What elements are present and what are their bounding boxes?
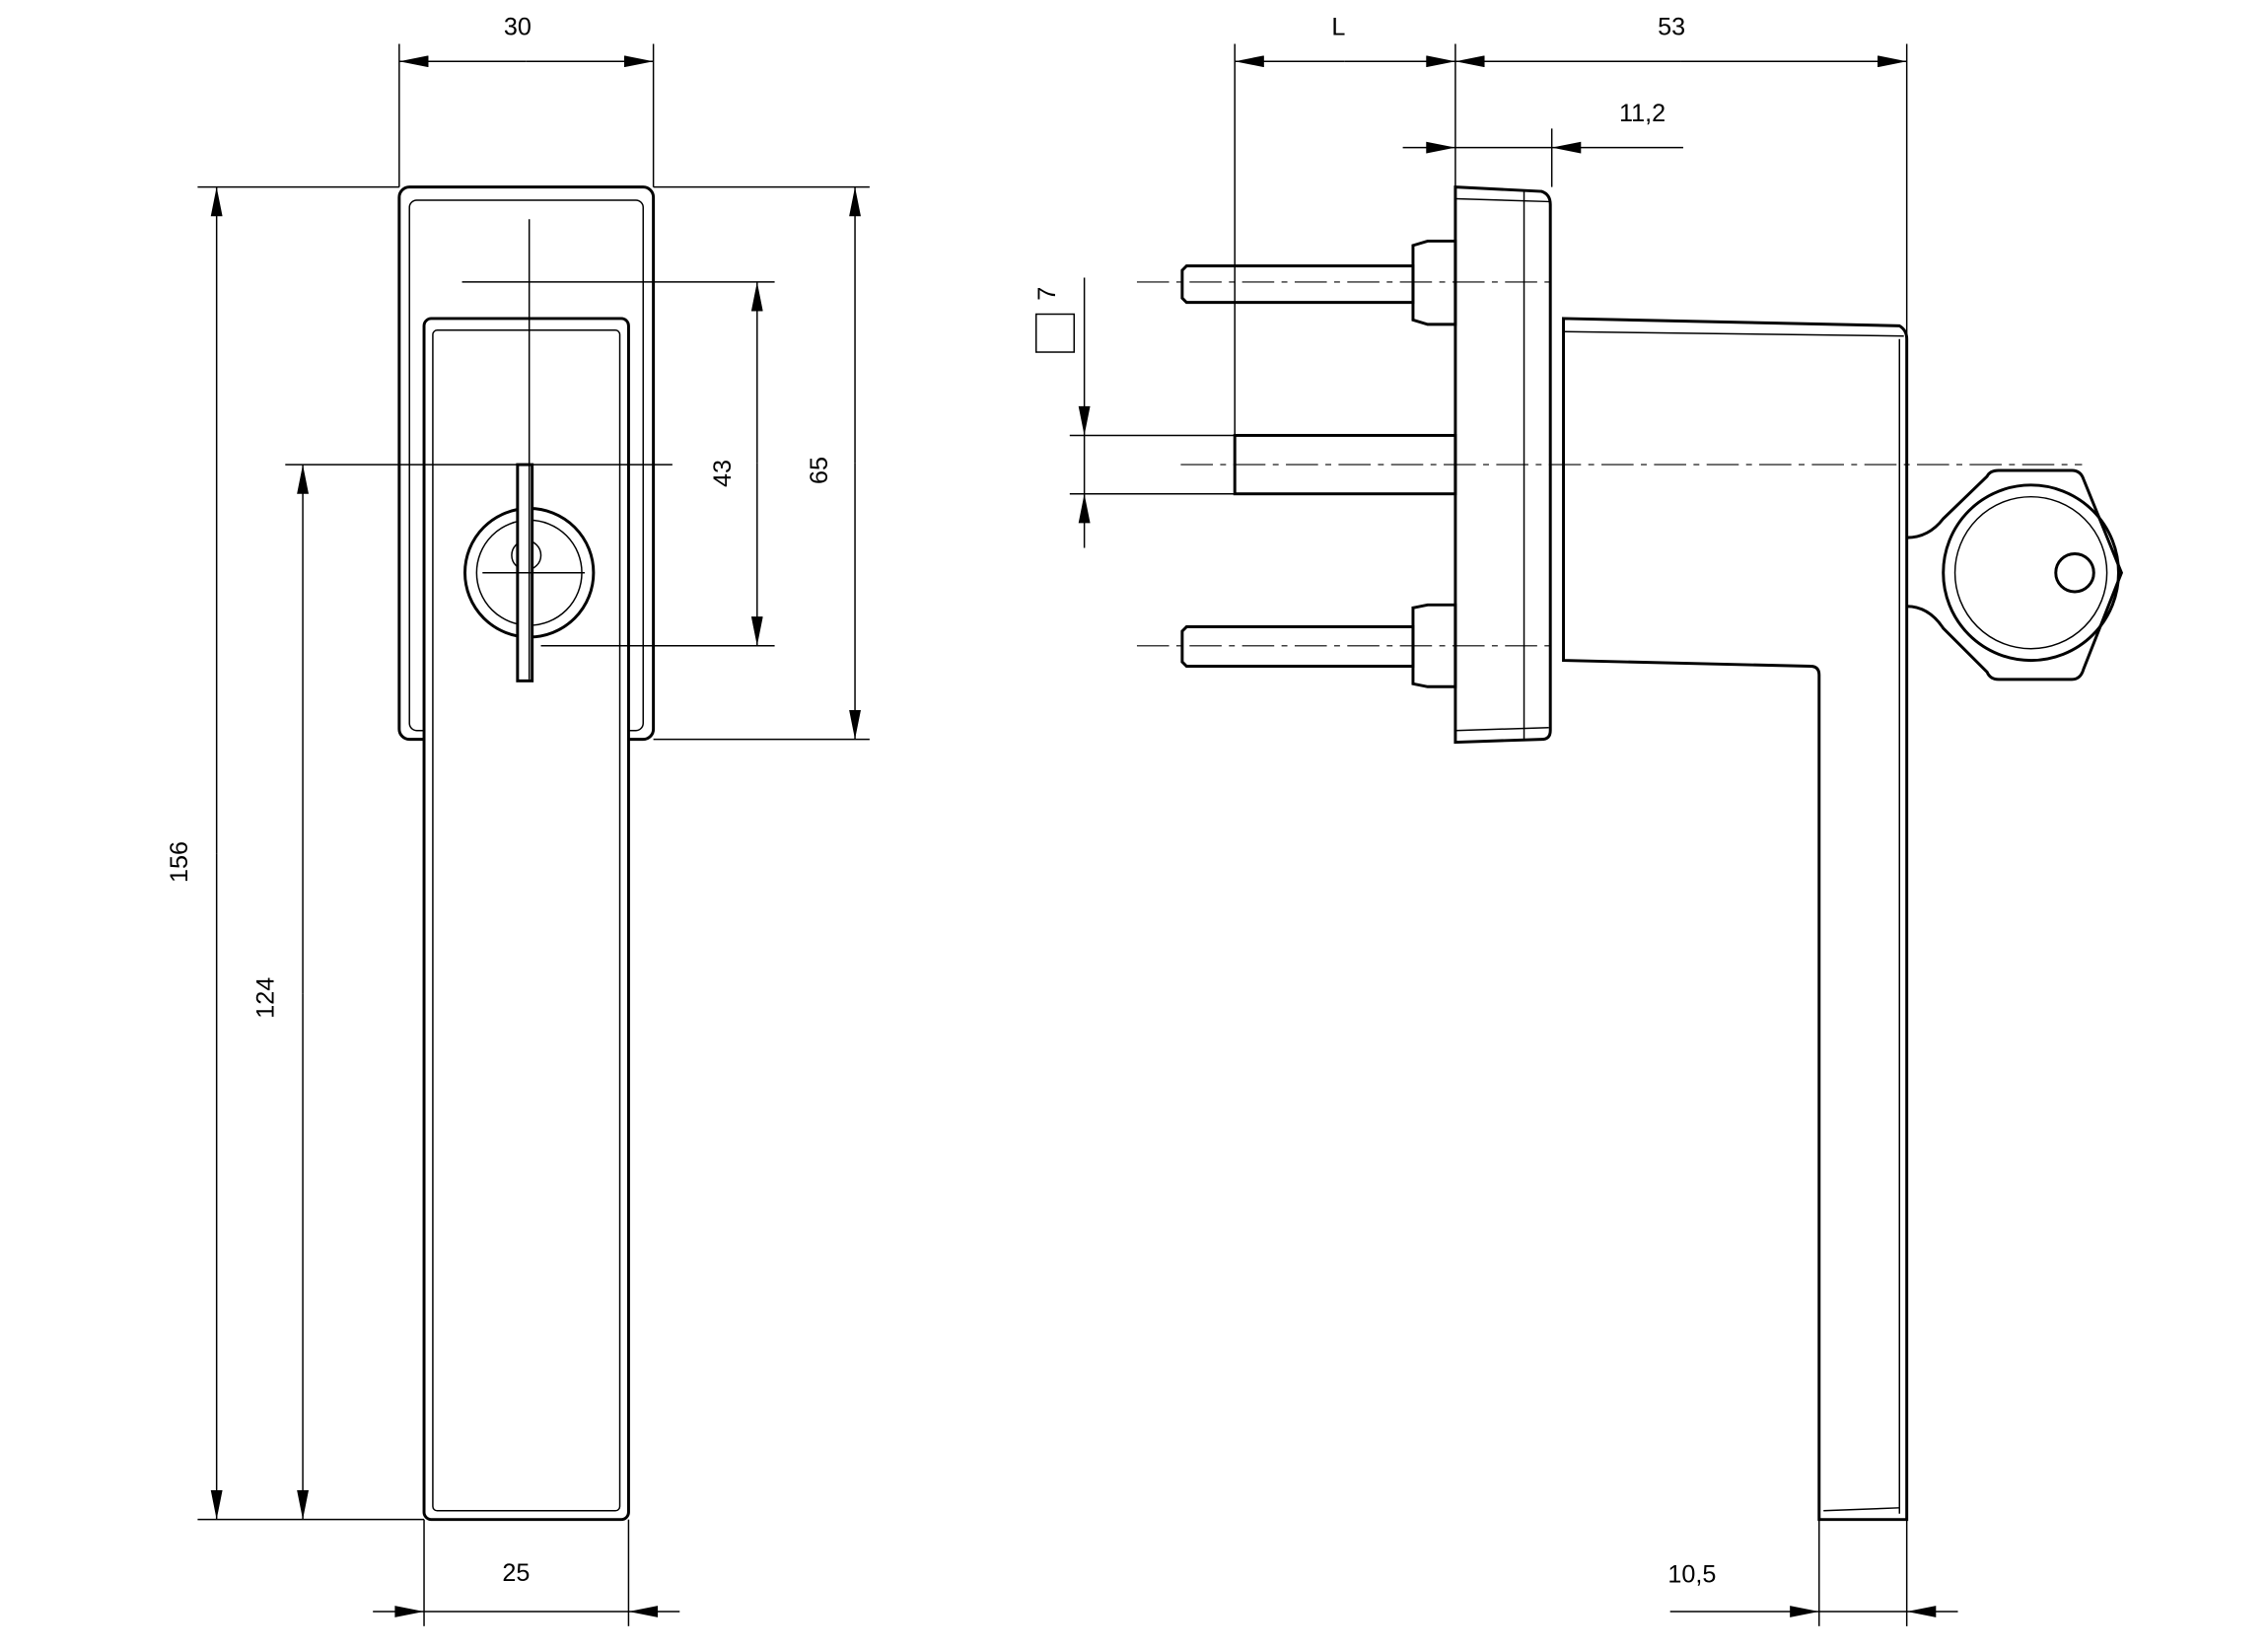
square-symbol bbox=[1035, 313, 1076, 353]
dim-rose-depth: 11,2 bbox=[1619, 100, 1666, 127]
dim-key-offset: 43 bbox=[709, 460, 737, 487]
dim-spindle-length: L bbox=[1331, 14, 1345, 41]
grip-outline bbox=[422, 317, 630, 1522]
grip-inner-outline bbox=[432, 329, 621, 1512]
dim-spindle-square: 7 bbox=[1033, 287, 1061, 301]
screw-top-boss bbox=[1411, 239, 1457, 326]
key-cylinder-inner bbox=[1953, 495, 2108, 650]
side-dimensions: L 53 11,2 7 10,5 bbox=[1033, 14, 1958, 1626]
dim-grip-thickness: 10,5 bbox=[1667, 1560, 1716, 1588]
dim-grip-length: 124 bbox=[251, 977, 279, 1019]
rose-side bbox=[1453, 185, 1552, 745]
side-view bbox=[1136, 185, 2124, 1522]
dim-height-rose: 65 bbox=[806, 457, 833, 484]
front-view bbox=[397, 185, 656, 1522]
key-hole bbox=[2054, 551, 2095, 594]
dim-width-top: 30 bbox=[504, 14, 532, 41]
handle-side bbox=[1562, 317, 1909, 1522]
screw-bottom-boss bbox=[1411, 603, 1457, 688]
dim-projection: 53 bbox=[1658, 14, 1685, 41]
dim-grip-width: 25 bbox=[502, 1559, 530, 1587]
screw-bottom bbox=[1180, 625, 1415, 669]
dim-total-height: 156 bbox=[166, 841, 193, 883]
screw-top bbox=[1180, 264, 1415, 305]
key-bow bbox=[1906, 468, 2124, 682]
front-dimensions: 30 65 43 156 124 25 bbox=[166, 14, 870, 1626]
key-cylinder-outer bbox=[1942, 483, 2120, 663]
